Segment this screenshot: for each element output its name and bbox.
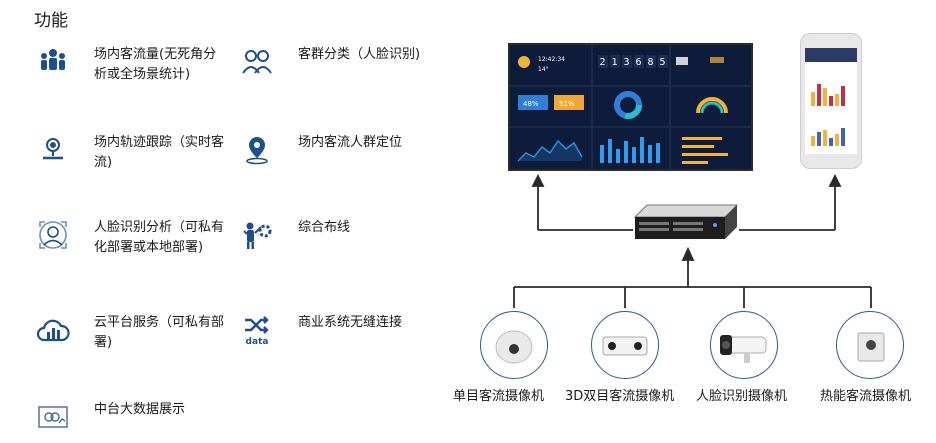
binocular-3d-camera <box>591 311 659 379</box>
dash-digit: 8 <box>648 57 654 68</box>
dash-digit: 3 <box>624 57 630 68</box>
location-pin-icon <box>240 133 274 167</box>
dash-digit: 1 <box>612 57 618 68</box>
feature-item: 场内轨迹跟踪（实时客流) <box>36 133 224 173</box>
single-lens-camera <box>480 311 548 379</box>
dash-time: 12:42:34 <box>538 56 565 63</box>
camera-label: 单目客流摄像机 <box>453 389 545 404</box>
feature-label: 云平台服务（可私有部署) <box>94 315 225 350</box>
video-wall-dashboard: 12:42:34 14° 2 1 3 6 8 5 48% 51% <box>508 43 753 171</box>
face-recognition-camera <box>710 311 778 379</box>
dash-digit: 2 <box>600 57 606 68</box>
feature-item: 客群分类（人脸识别) <box>240 45 428 79</box>
dash-digit: 5 <box>660 57 666 68</box>
feature-label: 场内客流人群定位 <box>298 135 403 150</box>
mobile-phone <box>800 33 862 169</box>
dash-digit: 6 <box>636 57 642 68</box>
cloud-chart-icon <box>36 313 70 347</box>
feature-item: 人脸识别分析（可私有化部署或本地部署) <box>36 218 224 258</box>
feature-item: data 商业系统无缝连接 <box>240 313 428 347</box>
customer-group-icon <box>240 45 274 79</box>
dash-pct1: 48% <box>523 100 539 108</box>
dash-temp: 14° <box>538 66 549 73</box>
feature-label: 客群分类（人脸识别) <box>298 47 421 62</box>
thermal-camera <box>836 311 904 379</box>
feature-item: 中台大数据展示 <box>36 400 224 434</box>
feature-item: 场内客流量(无死角分析或全场景统计) <box>36 45 224 85</box>
svg-text:data: data <box>246 337 269 346</box>
feature-label: 综合布线 <box>298 220 351 235</box>
people-group-icon <box>36 45 70 79</box>
dashboard-screen-icon <box>36 400 70 434</box>
feature-label: 人脸识别分析（可私有化部署或本地部署) <box>94 220 225 255</box>
features-title: 功能 <box>34 11 68 31</box>
camera-label: 人脸识别摄像机 <box>696 389 788 404</box>
feature-item: 综合布线 <box>240 218 428 252</box>
camera-label: 3D双目客流摄像机 <box>565 389 675 404</box>
face-recognition-icon <box>36 218 70 252</box>
server-icon <box>633 203 739 243</box>
feature-label: 场内客流量(无死角分析或全场景统计) <box>94 47 217 82</box>
feature-label: 中台大数据展示 <box>94 402 186 417</box>
data-shuffle-icon: data <box>240 313 274 347</box>
camera-label: 热能客流摄像机 <box>820 389 912 404</box>
location-track-icon <box>36 133 70 167</box>
wiring-icon <box>240 218 274 252</box>
feature-item: 云平台服务（可私有部署) <box>36 313 224 353</box>
dash-pct2: 51% <box>559 100 575 108</box>
feature-label: 商业系统无缝连接 <box>298 315 403 330</box>
feature-item: 场内客流人群定位 <box>240 133 428 167</box>
feature-label: 场内轨迹跟踪（实时客流) <box>94 135 225 170</box>
